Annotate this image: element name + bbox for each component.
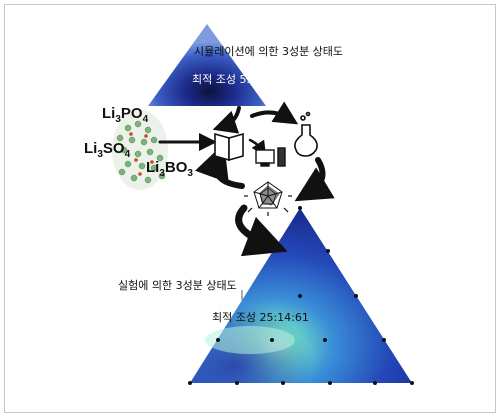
- flask-icon: [294, 111, 318, 157]
- crystal-cluster-illustration: [112, 110, 168, 190]
- experiment-diagram-title: 실험에 의한 3성분 상태도: [118, 279, 237, 292]
- simulation-ternary-triangle: [148, 24, 266, 106]
- computer-icon: [255, 147, 286, 167]
- experiment-optimum-composition: 최적 조성 25:14:61: [212, 311, 309, 324]
- compound-li3so4: Li3SO4: [84, 140, 131, 160]
- compound-li3bo3: Li3BO3: [146, 159, 193, 179]
- radar-chart-icon: [253, 181, 283, 209]
- simulation-diagram-title: 시뮬레이션에 의한 3성분 상태도: [194, 45, 344, 58]
- book-icon: [214, 132, 244, 162]
- simulation-optimum-composition: 최적 조성 55:26:19: [192, 73, 289, 86]
- radar-rays: [244, 195, 292, 216]
- workflow-arrows: [158, 101, 335, 257]
- compound-li3po4: Li3PO4: [102, 105, 149, 125]
